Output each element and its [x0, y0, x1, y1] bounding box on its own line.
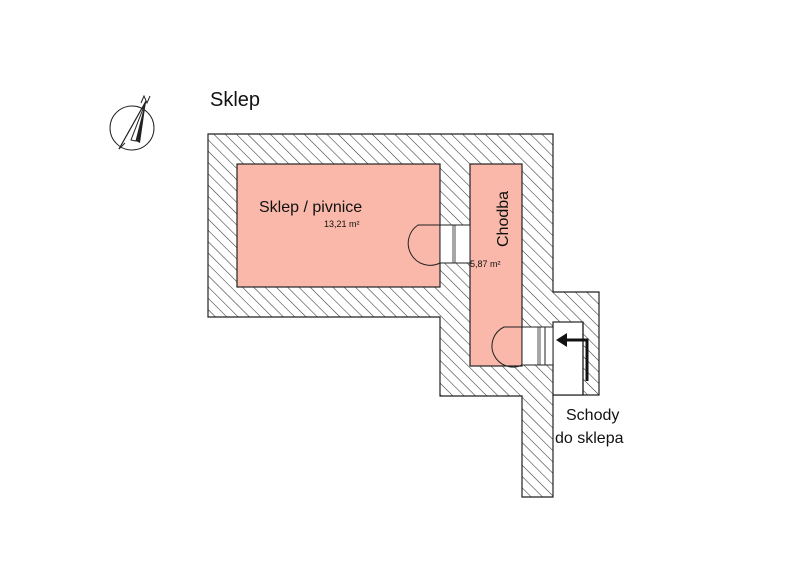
- stairs-label-line2: do sklepa: [555, 430, 624, 447]
- north-arrow-icon: [109, 94, 155, 151]
- stairs-label-line1: Schody: [566, 407, 619, 424]
- room-area-chodba: 5,87 m²: [470, 259, 501, 269]
- room-chodba: [469, 163, 523, 367]
- room-area-sklep: 13,21 m²: [324, 219, 360, 229]
- door-chodba-stairs: [491, 326, 554, 368]
- room-label-chodba: Chodba: [495, 191, 512, 247]
- door-sklep-chodba: [407, 224, 471, 266]
- room-label-sklep: Sklep / pivnice: [259, 199, 362, 216]
- stairs-arrow-icon: [556, 333, 589, 381]
- plan-title: Sklep: [210, 89, 260, 111]
- room-sklep-pivnice: [236, 163, 441, 288]
